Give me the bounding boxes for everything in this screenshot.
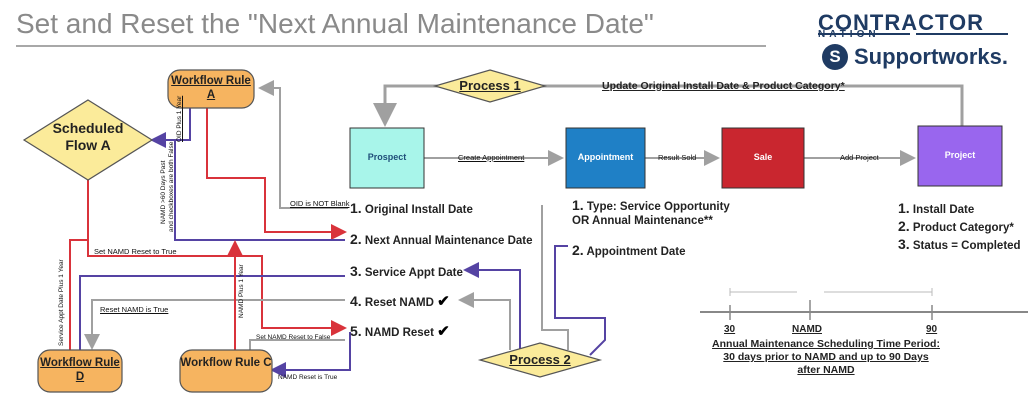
- checkbox-check-icon: ✔: [437, 323, 450, 340]
- edge-process2-to-reset: [458, 292, 511, 350]
- sale-node: [721, 127, 805, 189]
- prospect-node: [349, 127, 425, 189]
- field-service-appt-date: 3. Service Appt Date: [350, 263, 463, 279]
- service-appt-plus-1-label: Service Appt Date Plus 1 Year: [58, 259, 65, 346]
- edge-appt-to-process2: [541, 205, 569, 350]
- oid-plus-1-year-label: OID Plus 1 Year: [176, 95, 183, 142]
- edge-process1-to-prospect: [373, 84, 440, 127]
- edge-appt-date-to-process2: [554, 245, 606, 356]
- timeline-left-label: 30: [724, 324, 736, 335]
- reset-namd-is-true-label: Reset NAMD is True: [100, 305, 169, 314]
- namd-60-days-label: NAMD >60 Days Past: [160, 160, 167, 224]
- edge-process2-to-service: [463, 262, 521, 350]
- scheduled-flow-a-node: [22, 99, 154, 181]
- process-1-node: [432, 69, 548, 103]
- edge-update-original: [540, 84, 964, 126]
- page-title: Set and Reset the "Next Annual Maintenan…: [16, 8, 654, 39]
- edge-set-namd-reset-true: [87, 180, 347, 336]
- process-2-node: [477, 342, 603, 378]
- set-namd-reset-true-label: Set NAMD Reset to True: [94, 247, 177, 256]
- add-project-label: Add Project: [840, 153, 879, 162]
- project-install-date-field: 1. Install Date: [898, 200, 975, 216]
- title-underline: [16, 45, 766, 47]
- oid-not-blank-label: OID is NOT Blank: [290, 199, 350, 208]
- timeline-caption-1: Annual Maintenance Scheduling Time Perio…: [712, 338, 940, 350]
- edge-sched-to-wfa: [150, 108, 191, 148]
- edge-set-namd-reset-false: [249, 339, 345, 350]
- edge-service-red: [69, 239, 88, 350]
- edge-namd-reset-is-true: [270, 332, 351, 378]
- edge-reset-namd-is-true: [84, 299, 345, 350]
- scheduled-flow-a-label: Scheduled Flow A: [52, 120, 124, 153]
- set-namd-reset-false-label: Set NAMD Reset to False: [256, 334, 331, 341]
- field-namd-reset: 5. NAMD Reset ✔: [350, 323, 450, 340]
- namd-reset-is-true-label: NAMD Reset is True: [278, 374, 338, 381]
- appointment-node: [565, 127, 646, 189]
- timeline-caption-2: 30 days prior to NAMD and up to 90 Days: [723, 351, 929, 363]
- process-1-label: Process 1: [459, 78, 521, 93]
- prospect-label: Prospect: [367, 152, 407, 162]
- process-2-label: Process 2: [509, 352, 571, 367]
- timeline-center-label: NAMD: [792, 324, 822, 335]
- contractor-wordmark: CONTRACTOR: [818, 10, 985, 35]
- edge-oid-not-blank: [258, 80, 348, 209]
- edge-oid-plus-1-year: [206, 108, 347, 240]
- timeline: [700, 288, 1028, 320]
- supportworks-s-icon: S: [822, 44, 848, 70]
- project-label: Project: [944, 150, 976, 160]
- result-sold-label: Result Sold: [658, 153, 697, 162]
- field-reset-namd: 4. Reset NAMD ✔: [350, 293, 450, 310]
- timeline-right-label: 90: [926, 324, 938, 335]
- workflow-rule-c-label: Workflow Rule C: [180, 357, 272, 369]
- workflow-rule-c-node: [179, 349, 273, 393]
- checkboxes-false-label: and checkboxes are both False: [168, 141, 175, 232]
- appointment-type-field: 1. Type: Service Opportunity OR Annual M…: [572, 197, 730, 227]
- field-next-annual-maintenance-date: 2. Next Annual Maintenance Date: [350, 231, 533, 247]
- edge-namd-60-days: [174, 140, 345, 241]
- workflow-rule-d-label: Workflow Rule D: [40, 357, 120, 383]
- checkbox-check-icon: ✔: [437, 293, 450, 310]
- project-status-field: 3. Status = Completed: [898, 236, 1021, 252]
- create-appointment-label: Create Appointment: [458, 153, 525, 162]
- workflow-rule-a-node: [167, 69, 255, 109]
- workflow-rule-a-label: Workflow Rule A: [171, 75, 251, 101]
- project-node: [917, 125, 1003, 187]
- appointment-label: Appointment: [577, 152, 634, 162]
- appointment-date-field: 2. Appointment Date: [572, 242, 686, 258]
- workflow-rule-d-node: [37, 349, 123, 393]
- project-product-category-field: 2. Product Category*: [898, 218, 1014, 234]
- namd-plus-1-year-label: NAMD Plus 1 Year: [238, 264, 245, 318]
- update-original-label: Update Original Install Date & Product C…: [602, 80, 845, 92]
- edge-service-appt-plus-1: [72, 275, 345, 364]
- supportworks-wordmark: Supportworks.: [854, 44, 1009, 69]
- field-original-install-date: 1. Original Install Date: [350, 200, 473, 216]
- nation-wordmark: NATION: [818, 28, 880, 40]
- supportworks-logo: S Supportworks.: [822, 44, 1008, 70]
- sale-label: Sale: [753, 152, 773, 162]
- timeline-caption-3: after NAMD: [797, 364, 855, 376]
